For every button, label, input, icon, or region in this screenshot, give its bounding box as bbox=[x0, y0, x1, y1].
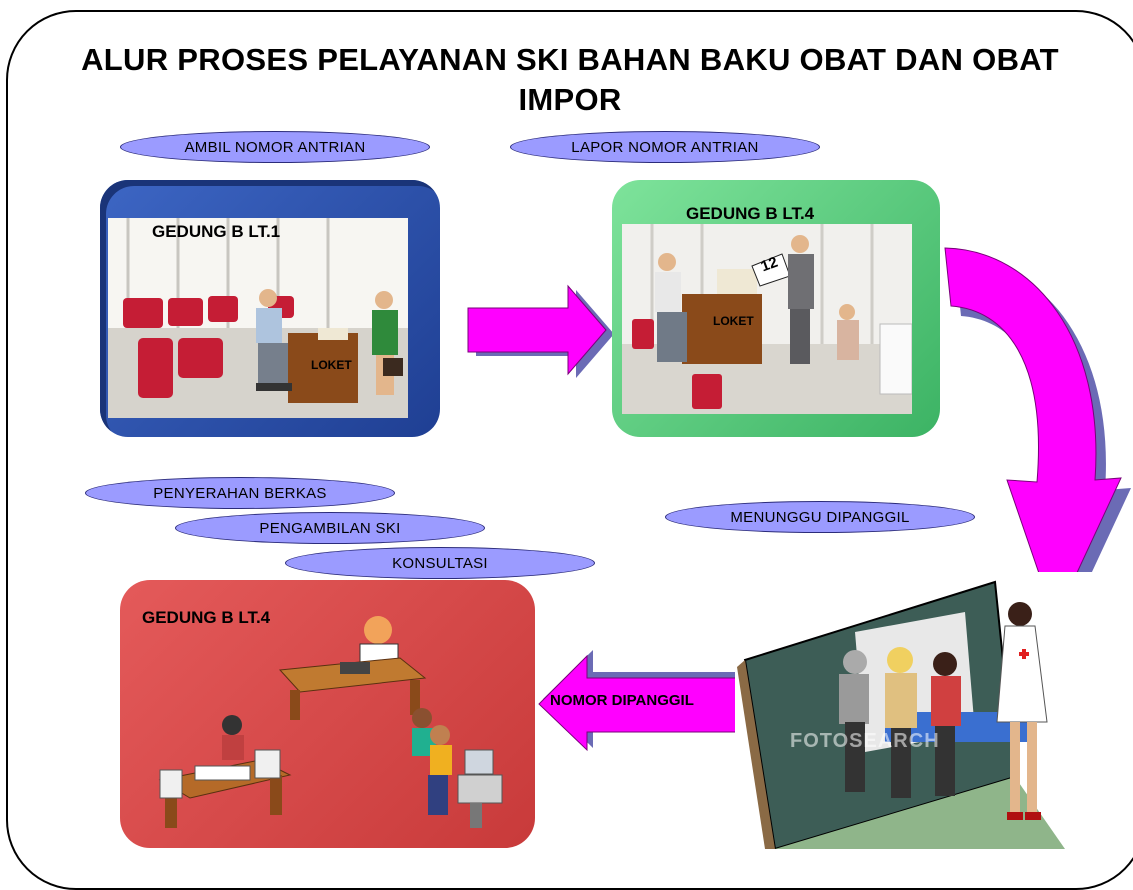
location-label-lt1: GEDUNG B LT.1 bbox=[152, 222, 281, 241]
counter-illustration bbox=[622, 224, 912, 414]
step-pengambilan-ski: PENGAMBILAN SKI bbox=[175, 512, 485, 544]
label-nomor-dipanggil: NOMOR DIPANGGIL bbox=[550, 692, 694, 709]
office-counter-photo: LOKET 12 bbox=[622, 224, 912, 414]
step-penyerahan-berkas: PENYERAHAN BERKAS bbox=[85, 477, 395, 509]
location-label-lt4-top: GEDUNG B LT.4 bbox=[686, 204, 815, 223]
counter-label-1: LOKET bbox=[311, 358, 352, 372]
page-title: ALUR PROSES PELAYANAN SKI BAHAN BAKU OBA… bbox=[81, 42, 1059, 117]
box-gedung-b-lt4-bottom: GEDUNG B LT.4 bbox=[120, 580, 535, 848]
step-menunggu-dipanggil: MENUNGGU DIPANGGIL bbox=[665, 501, 975, 533]
watermark: FOTOSEARCH bbox=[790, 730, 940, 752]
step-lapor-nomor-antrian: LAPOR NOMOR ANTRIAN bbox=[510, 131, 820, 163]
left-arrow bbox=[538, 650, 745, 752]
box-gedung-b-lt1: GEDUNG B LT.1 LOKET bbox=[100, 180, 440, 437]
right-arrow bbox=[467, 284, 614, 378]
waiting-room-photo: GEDUNG B LT.1 LOKET bbox=[108, 218, 408, 418]
curved-arrow bbox=[944, 247, 1131, 630]
step-ambil-nomor-antrian: AMBIL NOMOR ANTRIAN bbox=[120, 131, 430, 163]
waiting-patients-illustration bbox=[737, 580, 1065, 851]
counter-label-2: LOKET bbox=[713, 314, 754, 328]
waiting-room-illustration bbox=[108, 218, 408, 418]
office-workers-clipart bbox=[158, 616, 503, 828]
location-label-lt4-bottom: GEDUNG B LT.4 bbox=[142, 608, 271, 627]
box-gedung-b-lt4-top: GEDUNG B LT.4 LOKET bbox=[612, 180, 940, 437]
waiting-patients-clipart: FOTOSEARCH bbox=[735, 572, 1133, 851]
step-konsultasi: KONSULTASI bbox=[285, 547, 595, 579]
